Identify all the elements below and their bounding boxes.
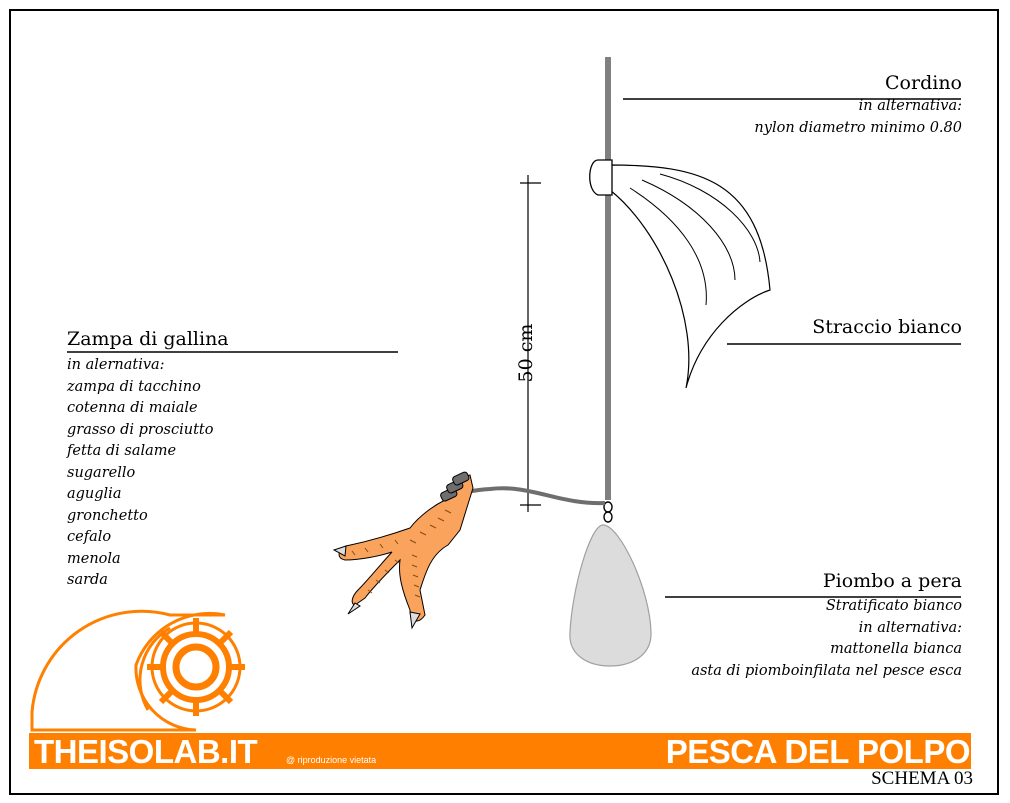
cordino-note: in alternativa: (858, 98, 962, 114)
piombo-note: mattonella bianca (830, 641, 962, 657)
footer-banner (29, 733, 971, 769)
diagram-title: PESCA DEL POLPO (665, 733, 971, 770)
white-rag (609, 164, 771, 389)
diagram-frame (9, 9, 999, 795)
zampa-item: cefalo (67, 529, 112, 545)
zampa-item: sugarello (67, 464, 136, 481)
zampa-item: gronchetto (67, 507, 148, 524)
piombo-note: in alternativa: (858, 619, 962, 636)
cordino-note: nylon diametro minimo 0.80 (754, 119, 962, 136)
zampa-item: menola (67, 550, 121, 567)
schema-number: SCHEMA 03 (871, 768, 973, 789)
straccio-title: Straccio bianco (812, 316, 962, 338)
zampa-title: Zampa di gallina (67, 328, 229, 350)
cordino-notes: in alternativa: nylon diametro minimo 0.… (754, 96, 962, 139)
claw-leader-line (457, 486, 606, 506)
dimension-line (520, 175, 541, 512)
zampa-item: aguglia (67, 486, 122, 502)
zampa-item: zampa di tacchino (67, 378, 201, 395)
piombo-note: Stratificato bianco (825, 598, 962, 614)
zampa-item: sarda (67, 572, 108, 588)
cord-line (605, 57, 611, 500)
zampa-item: in alernativa: (67, 357, 165, 373)
zampa-item: fetta di salame (67, 443, 177, 459)
zampa-item: cotenna di maiale (67, 400, 198, 416)
swivel (603, 501, 613, 523)
logo (30, 609, 245, 732)
pear-weight (569, 524, 652, 667)
chicken-claw (332, 471, 474, 630)
dimension-label: 50 cm (515, 323, 537, 383)
brand-name: THEISOLAB.IT (34, 733, 258, 770)
piombo-notes: Stratificato bianco in alternativa: matt… (691, 596, 962, 682)
piombo-title: Piombo a pera (822, 570, 962, 592)
cordino-title: Cordino (885, 72, 962, 94)
zampa-alternatives: in alernativa: zampa di tacchino cotenna… (67, 355, 213, 592)
piombo-note: asta di piomboinfilata nel pesce esca (691, 662, 962, 679)
rag-knot (589, 159, 613, 196)
copyright-notice: @ riproduzione vietata (286, 755, 377, 765)
zampa-item: grasso di prosciutto (67, 421, 214, 438)
